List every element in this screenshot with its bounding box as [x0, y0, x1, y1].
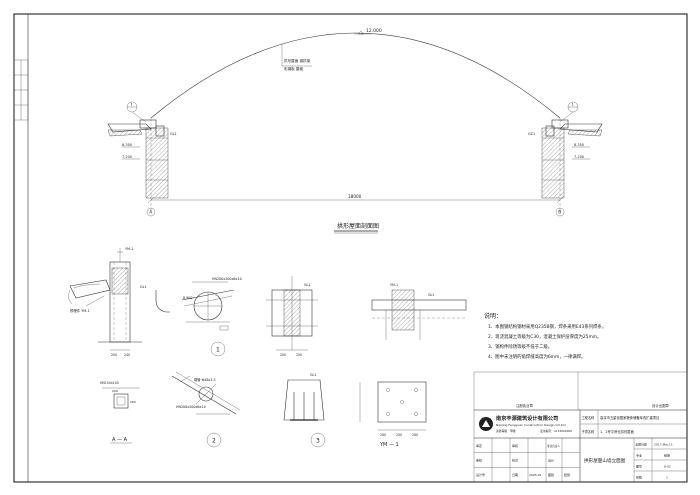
d2-note-2: HN200x200x6x10 — [176, 405, 206, 409]
left-detail-gl: GL1 — [140, 285, 147, 289]
subproject-label: 子项名称 — [582, 429, 596, 434]
detail-ym-1: 200 250 200 YM — 1 — [359, 381, 427, 448]
d2-note-1: 钢管 Φ48x3.5 — [194, 377, 216, 382]
note-item: 1、本图钢结构钢材采用Q235B钢，焊条采用E43系列焊条。 — [488, 323, 606, 330]
binding-strip — [13, 59, 29, 121]
stamp-caption-right: 设计出图章 — [652, 403, 670, 408]
note-item: 3、钢构件除锈等级不低于二级。 — [488, 343, 552, 350]
beam-gl-tag: GL1 — [428, 293, 435, 297]
left-marker-number: 1 — [131, 103, 133, 107]
axis-left-label: A — [149, 210, 153, 216]
top-leader-note-1: 拱形屋面 钢拱架 — [284, 58, 311, 63]
subproject-value: 1、2号平房仓拱形屋面 — [600, 429, 635, 434]
sign-cell: 日期 — [512, 472, 518, 477]
detail-left-mark: YM-1 — [125, 247, 133, 251]
company-logo-icon — [479, 417, 493, 431]
center-gl-tag: GL1 — [304, 283, 311, 287]
center-dim-a: 200 — [280, 353, 286, 357]
company-name-cn: 南京丰源建筑设计有限公司 — [496, 414, 558, 422]
left-detail-dim-a: 200 — [111, 353, 117, 357]
right-marker-number: 1 — [572, 103, 574, 107]
ym-dim-c: 200 — [412, 433, 418, 437]
span-dimension: 18000 — [348, 194, 362, 199]
top-elevation-label: 12.000 — [366, 28, 382, 34]
left-support: 1 8.350 7.200 GL1 — [107, 101, 177, 199]
ym-dim-b: 250 — [396, 433, 402, 437]
ym-label: YM — 1 — [379, 442, 399, 448]
right-elev-1: 8.350 — [574, 143, 584, 147]
detail-1-number: 1 — [216, 347, 220, 354]
arch-section: 12.000 拱形屋面 钢拱架 彩钢板 屋面 1 8.350 7.200 GL1 — [107, 28, 603, 234]
ym-dim-a: 200 — [380, 433, 386, 437]
left-elev-1: 8.350 — [122, 143, 132, 147]
center-dim-b: 250 — [296, 353, 302, 357]
left-detail-dim-b: 240 — [124, 353, 130, 357]
qualification-1: 资质等级：甲级 — [496, 429, 516, 433]
general-notes: 说明： 1、本图钢结构钢材采用Q235B钢，焊条采用E43系列焊条。 2、现浇混… — [484, 312, 606, 360]
sign-cell: 结施 — [564, 472, 570, 477]
detail-column-left: YM-1 预埋件 YM-1 GL1 200 240 — [68, 247, 170, 357]
sign-cell: 设计号 — [476, 472, 485, 477]
sign-cell: 审核 — [512, 443, 518, 448]
arch-curve — [150, 32, 561, 119]
company-name-en: Nanjing Fengyuan Construction Design CO … — [496, 423, 566, 427]
notes-heading: 说明： — [484, 312, 502, 320]
aa-note: HN150x100 — [100, 381, 119, 385]
project-value: 高淳市五星街国家粮食储备库改扩建项目 — [600, 415, 659, 420]
meta-label: 专业 — [636, 453, 642, 458]
aa-dim-a: 200 — [112, 389, 118, 393]
detail-column-center: GL1 200 250 — [266, 276, 318, 357]
meta-value: 结施 — [664, 453, 670, 458]
project-label: 工程名称 — [582, 415, 596, 420]
aa-label: A — A — [112, 437, 128, 443]
outer-frame — [13, 13, 688, 483]
meta-label: 出图日期 — [636, 443, 647, 447]
detail-beam-elevation: YM-1 GL1 — [371, 283, 467, 340]
d3-tag: GL1 — [310, 373, 317, 377]
beam-mark: YM-1 — [390, 283, 398, 287]
note-item: 2、现浇混凝土等级为C30，混凝土保护层厚度为25mm。 — [488, 333, 601, 340]
detail-3-number: 3 — [316, 438, 320, 445]
sign-cell: 审核 — [476, 458, 482, 463]
meta-value: 2017.Mar.11 — [654, 443, 673, 447]
sign-cell: 2005.02 — [529, 473, 541, 477]
right-gz-tag: GZ1 — [528, 132, 535, 136]
detail-2-number: 2 — [212, 438, 216, 445]
detail-2: 钢管 Φ48x3.5 HN200x200x6x10 2 — [171, 371, 241, 448]
sign-cell: 图别 — [548, 472, 554, 477]
detail-1: HN200x200x6x10 8,900 1 — [181, 277, 242, 357]
detail-a-a: HN150x100 200 200 A — A — [100, 381, 140, 444]
axis-right-label: B — [558, 210, 561, 216]
top-leader-note-2: 彩钢板 屋面 — [284, 66, 304, 71]
meta-label: 张数 — [636, 475, 642, 480]
sign-cell: 审定 — [476, 443, 482, 448]
right-support: 1 8.350 7.200 GZ1 — [528, 101, 603, 199]
title-block: 注册执业章 设计出图章 南京丰源建筑设计有限公司 Nanjing Fengyua… — [473, 371, 688, 483]
left-elev-2: 7.200 — [122, 155, 132, 159]
aa-dim-b: 200 — [130, 400, 136, 404]
main-section-title: 拱形屋面剖面图 — [337, 222, 379, 230]
note-item: 4、图中未注明的角焊缝高度为6mm，一律满焊。 — [488, 353, 586, 360]
drawing-name: 拱形屋面山墙立面图 — [584, 457, 626, 464]
right-elev-2: 7.200 — [574, 155, 584, 159]
d1-note: HN200x200x6x10 — [212, 277, 242, 281]
sign-cell: 专业负责人 — [547, 444, 560, 448]
meta-value: 1 — [666, 476, 668, 480]
sign-cell: 设计 — [548, 458, 554, 463]
left-detail-note: 预埋件 YM-1 — [70, 308, 90, 313]
meta-value: 8-02 — [664, 465, 671, 469]
qualification-2: 证书编号：A132000000 — [540, 429, 572, 433]
d1-dim: 8,900 — [183, 296, 192, 300]
detail-3: GL1 3 — [283, 373, 326, 448]
left-gl-tag: GL1 — [170, 132, 177, 136]
sign-cell: 校对 — [512, 458, 518, 463]
meta-label: 图号 — [636, 464, 642, 469]
stamp-caption-left: 注册执业章 — [516, 403, 534, 408]
